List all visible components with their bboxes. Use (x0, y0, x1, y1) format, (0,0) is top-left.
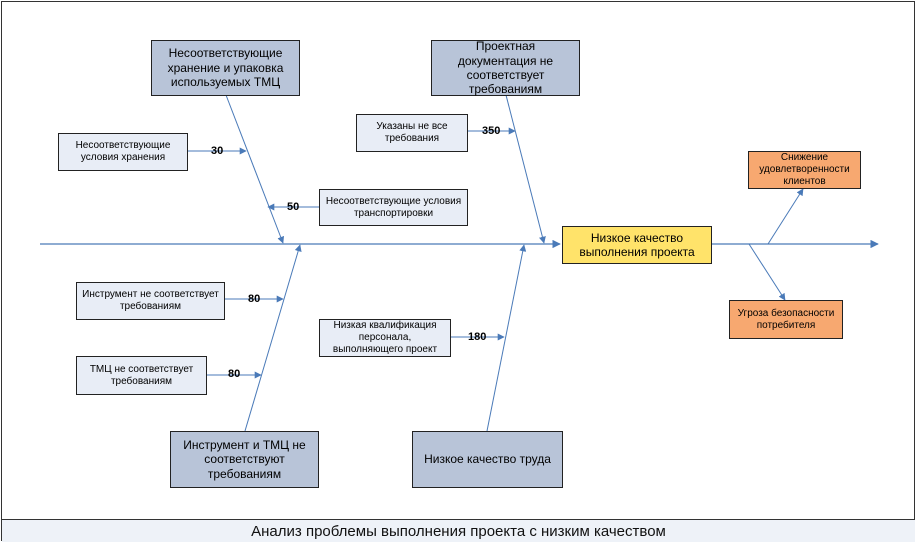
cause-requirements: Указаны не все требования (356, 114, 468, 152)
category-storage: Несоответствующие хранение и упаковка ис… (151, 40, 300, 96)
category-tools: Инструмент и ТМЦ не соответствуют требов… (170, 431, 319, 488)
cause-storage-conditions: Несоответствующие условия хранения (58, 133, 188, 171)
category-docs: Проектная документация не соответствует … (431, 39, 580, 96)
cause-instrument: Инструмент не соответствует требованиям (76, 282, 225, 320)
category-labor: Низкое качество труда (412, 431, 563, 488)
cause-qualification: Низкая квалификация персонала, выполняющ… (319, 319, 451, 357)
value-transport: 50 (287, 201, 300, 213)
bone-tools (244, 244, 302, 432)
value-storage-conditions: 30 (211, 145, 224, 157)
cause-tmc: ТМЦ не соответствует требованиям (76, 356, 207, 395)
value-qualification: 180 (468, 331, 487, 343)
cause-transport: Несоответствующие условия транспортировк… (319, 189, 468, 226)
effect-safety: Угроза безопасности потребителя (729, 300, 843, 339)
problem-box: Низкое качество выполнения проекта (562, 226, 712, 264)
bone-storage (225, 94, 285, 244)
diagram-caption: Анализ проблемы выполнения проекта с низ… (2, 519, 915, 542)
bone-docs (505, 94, 546, 244)
bone-labor (486, 244, 527, 432)
value-requirements: 350 (482, 125, 501, 137)
effect-arrow-safety (748, 243, 786, 301)
value-tmc: 80 (228, 368, 241, 380)
effect-arrow-satisfaction (767, 188, 804, 245)
effect-satisfaction: Снижение удовлетворенности клиентов (748, 151, 861, 189)
value-instrument: 80 (248, 293, 261, 305)
